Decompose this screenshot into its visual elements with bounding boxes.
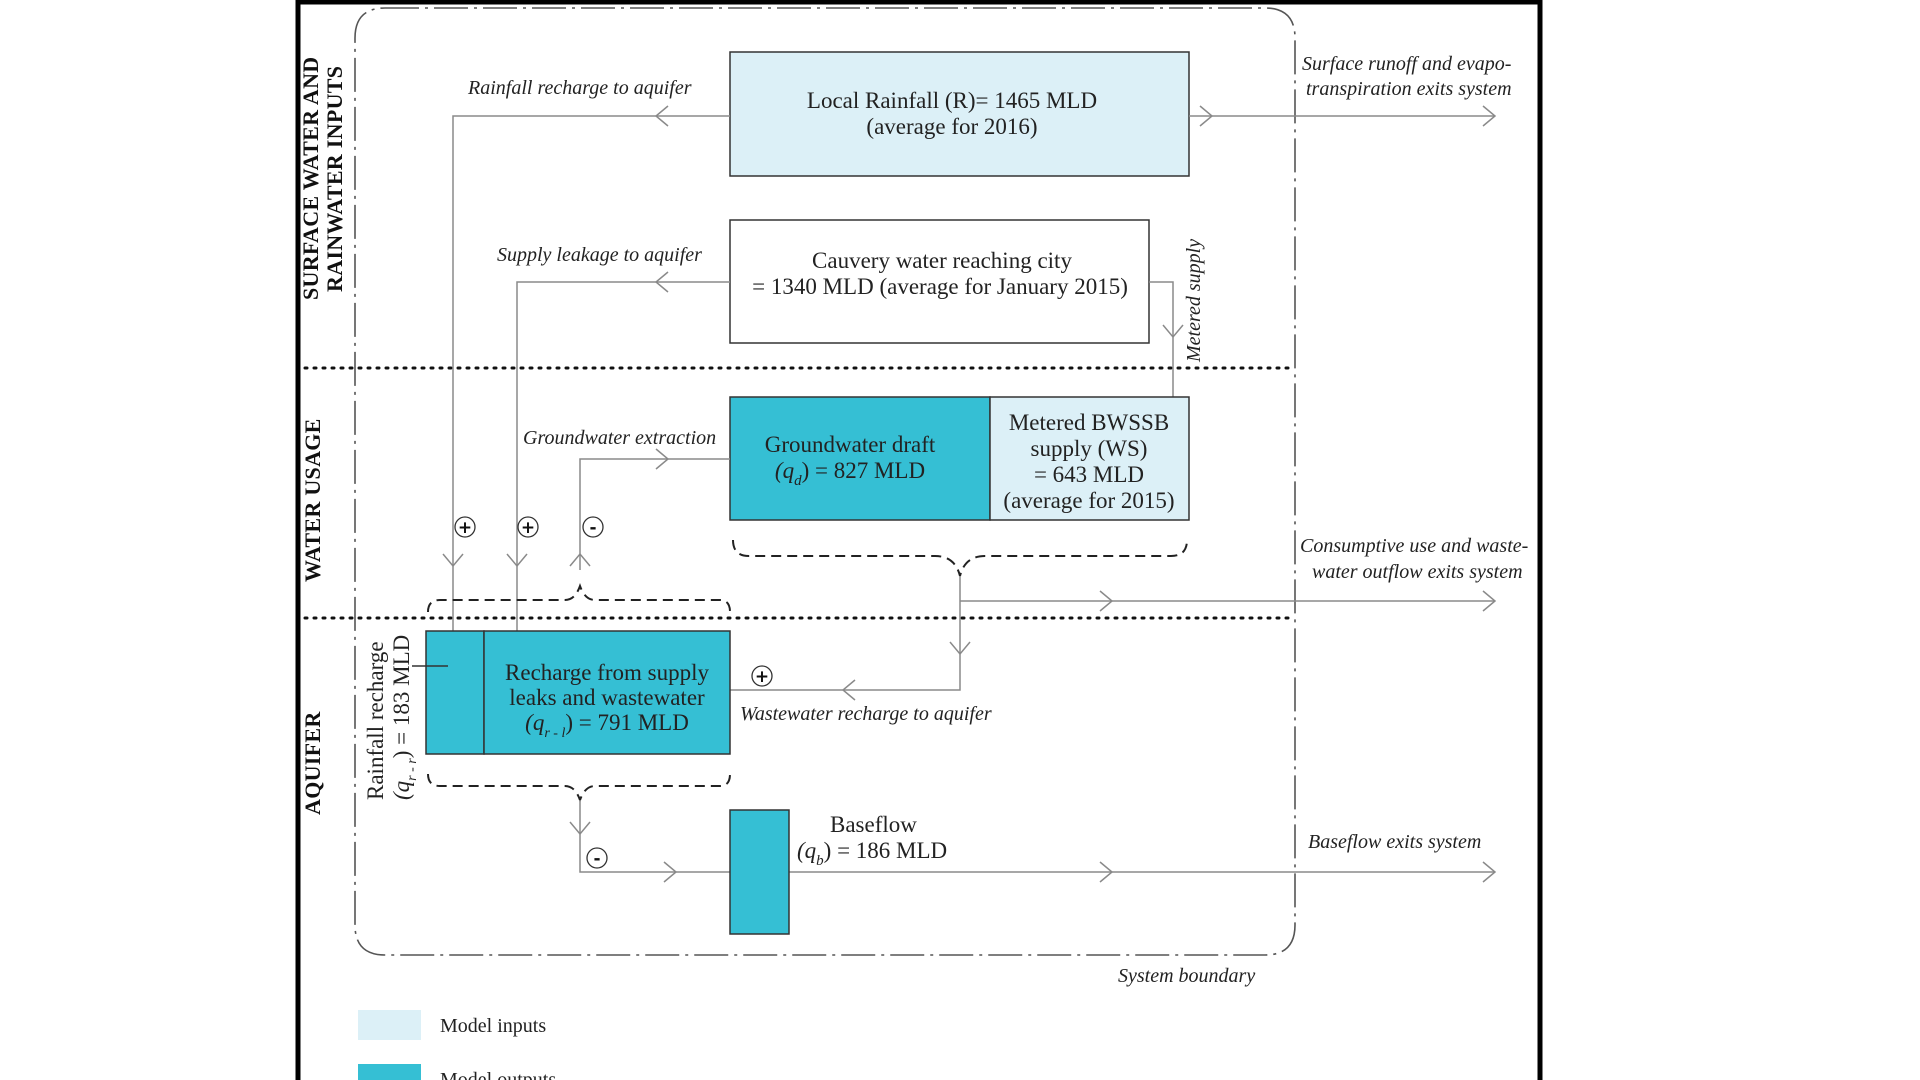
cauvery-box [729, 219, 1150, 344]
local-rainfall-line1: Local Rainfall (R)= 1465 MLD [807, 88, 1097, 113]
metered-supply-chevron [1162, 324, 1184, 339]
groundwater-draft-box [729, 396, 991, 521]
metered-supply-label: Metered supply [1183, 239, 1205, 363]
usage-brace [732, 539, 1188, 577]
rainfall-recharge-line1: Rainfall recharge [363, 641, 388, 800]
local-rainfall-box [729, 51, 1190, 177]
legend-outputs-label: Model outputs [440, 1069, 556, 1080]
aquifer-top-brace [427, 583, 731, 613]
supply-leakage-down-chevron [506, 553, 528, 568]
metered-supply-flow [1149, 281, 1174, 397]
sign-wastewater-in: + [751, 665, 773, 687]
surface-runoff-chevron-1 [1199, 105, 1214, 127]
rainfall-recharge-chevron [654, 105, 669, 127]
groundwater-draft-line2: (qd) = 827 MLD [775, 458, 925, 489]
recharge-supply-line1: Recharge from supply [505, 660, 709, 685]
cauvery-line2: = 1340 MLD (average for January 2015) [752, 274, 1128, 299]
svg-text:+: + [755, 667, 769, 687]
aquifer-bottom-brace [427, 773, 731, 803]
legend-outputs-swatch [358, 1064, 421, 1080]
section-title-aquifer: AQUIFER [300, 711, 325, 815]
metered-supply-box [989, 396, 1190, 521]
metered-supply-line1: Metered BWSSB [1009, 410, 1169, 435]
baseflow-exits-label: Baseflow exits system [1308, 831, 1481, 853]
figure-frame [295, 0, 1543, 1080]
recharge-supply-line3: (qr - l) = 791 MLD [525, 710, 689, 741]
rainfall-recharge-label: Rainfall recharge to aquifer [467, 77, 692, 99]
local-rainfall-line2: (average for 2016) [866, 114, 1037, 139]
baseflow-flow [579, 800, 1495, 873]
consumptive-exit-chevron-2 [1482, 590, 1497, 612]
svg-text:-: - [593, 849, 600, 869]
consumptive-label-2: water outflow exits system [1312, 561, 1523, 583]
baseflow-box [729, 809, 790, 935]
surface-runoff-label-2: transpiration exits system [1306, 78, 1512, 100]
surface-runoff-chevron-2 [1482, 105, 1497, 127]
legend-inputs-label: Model inputs [440, 1015, 546, 1037]
svg-text:+: + [521, 518, 535, 538]
baseflow-chevron-3 [1482, 861, 1497, 883]
baseflow-down-chevron [569, 821, 591, 836]
rainfall-recharge-down-chevron [442, 553, 464, 568]
recharge-supply-line2: leaks and wastewater [509, 685, 705, 710]
consumptive-exit-chevron-1 [1099, 590, 1114, 612]
sign-rainfall-in: + [454, 516, 476, 538]
groundwater-extraction-flow [579, 458, 730, 570]
svg-text:SURFACE WATER AND: SURFACE WATER AND [298, 57, 323, 300]
groundwater-extraction-label: Groundwater extraction [523, 427, 716, 449]
system-boundary-label: System boundary [1118, 965, 1255, 987]
metered-supply-line2: supply (WS) [1031, 436, 1148, 461]
consumptive-flow [843, 576, 961, 691]
groundwater-draft-line1: Groundwater draft [765, 432, 936, 457]
baseflow-chevron-1 [663, 861, 678, 883]
system-boundary [354, 7, 1296, 956]
sign-extraction-out: - [582, 516, 604, 538]
baseflow-chevron-2 [1099, 861, 1114, 883]
svg-text:+: + [458, 518, 472, 538]
wastewater-recharge-label: Wastewater recharge to aquifer [740, 703, 992, 725]
metered-supply-line4: (average for 2015) [1003, 488, 1174, 513]
recharge-supply-box [483, 630, 731, 755]
sign-leakage-in: + [517, 516, 539, 538]
metered-supply-line3: = 643 MLD [1034, 462, 1144, 487]
consumptive-label-1: Consumptive use and waste- [1300, 535, 1528, 557]
supply-leakage-chevron [654, 271, 669, 293]
legend-inputs-swatch [358, 1010, 421, 1040]
sign-baseflow-out: - [586, 847, 608, 869]
rainfall-recharge-line2: (qr - r) = 183 MLD [389, 635, 420, 800]
section-title-water-usage: WATER USAGE [300, 418, 325, 582]
supply-leakage-flow [516, 281, 730, 631]
cauvery-line1: Cauvery water reaching city [812, 248, 1072, 273]
section-title-surface: SURFACE WATER AND RAINWATER INPUTS [298, 57, 347, 300]
consumptive-down-chevron [949, 641, 971, 656]
surface-runoff-label-1: Surface runoff and evapo- [1302, 53, 1511, 75]
svg-text:-: - [589, 518, 596, 538]
rainfall-recharge-box [425, 630, 485, 755]
baseflow-line2: (qb) = 186 MLD [797, 838, 947, 869]
groundwater-extraction-up-chevron [569, 552, 591, 567]
groundwater-extraction-chevron [655, 448, 670, 470]
baseflow-line1: Baseflow [830, 812, 917, 837]
rainfall-recharge-flow [452, 115, 730, 631]
supply-leakage-label: Supply leakage to aquifer [497, 244, 702, 266]
svg-text:RAINWATER INPUTS: RAINWATER INPUTS [322, 66, 347, 292]
